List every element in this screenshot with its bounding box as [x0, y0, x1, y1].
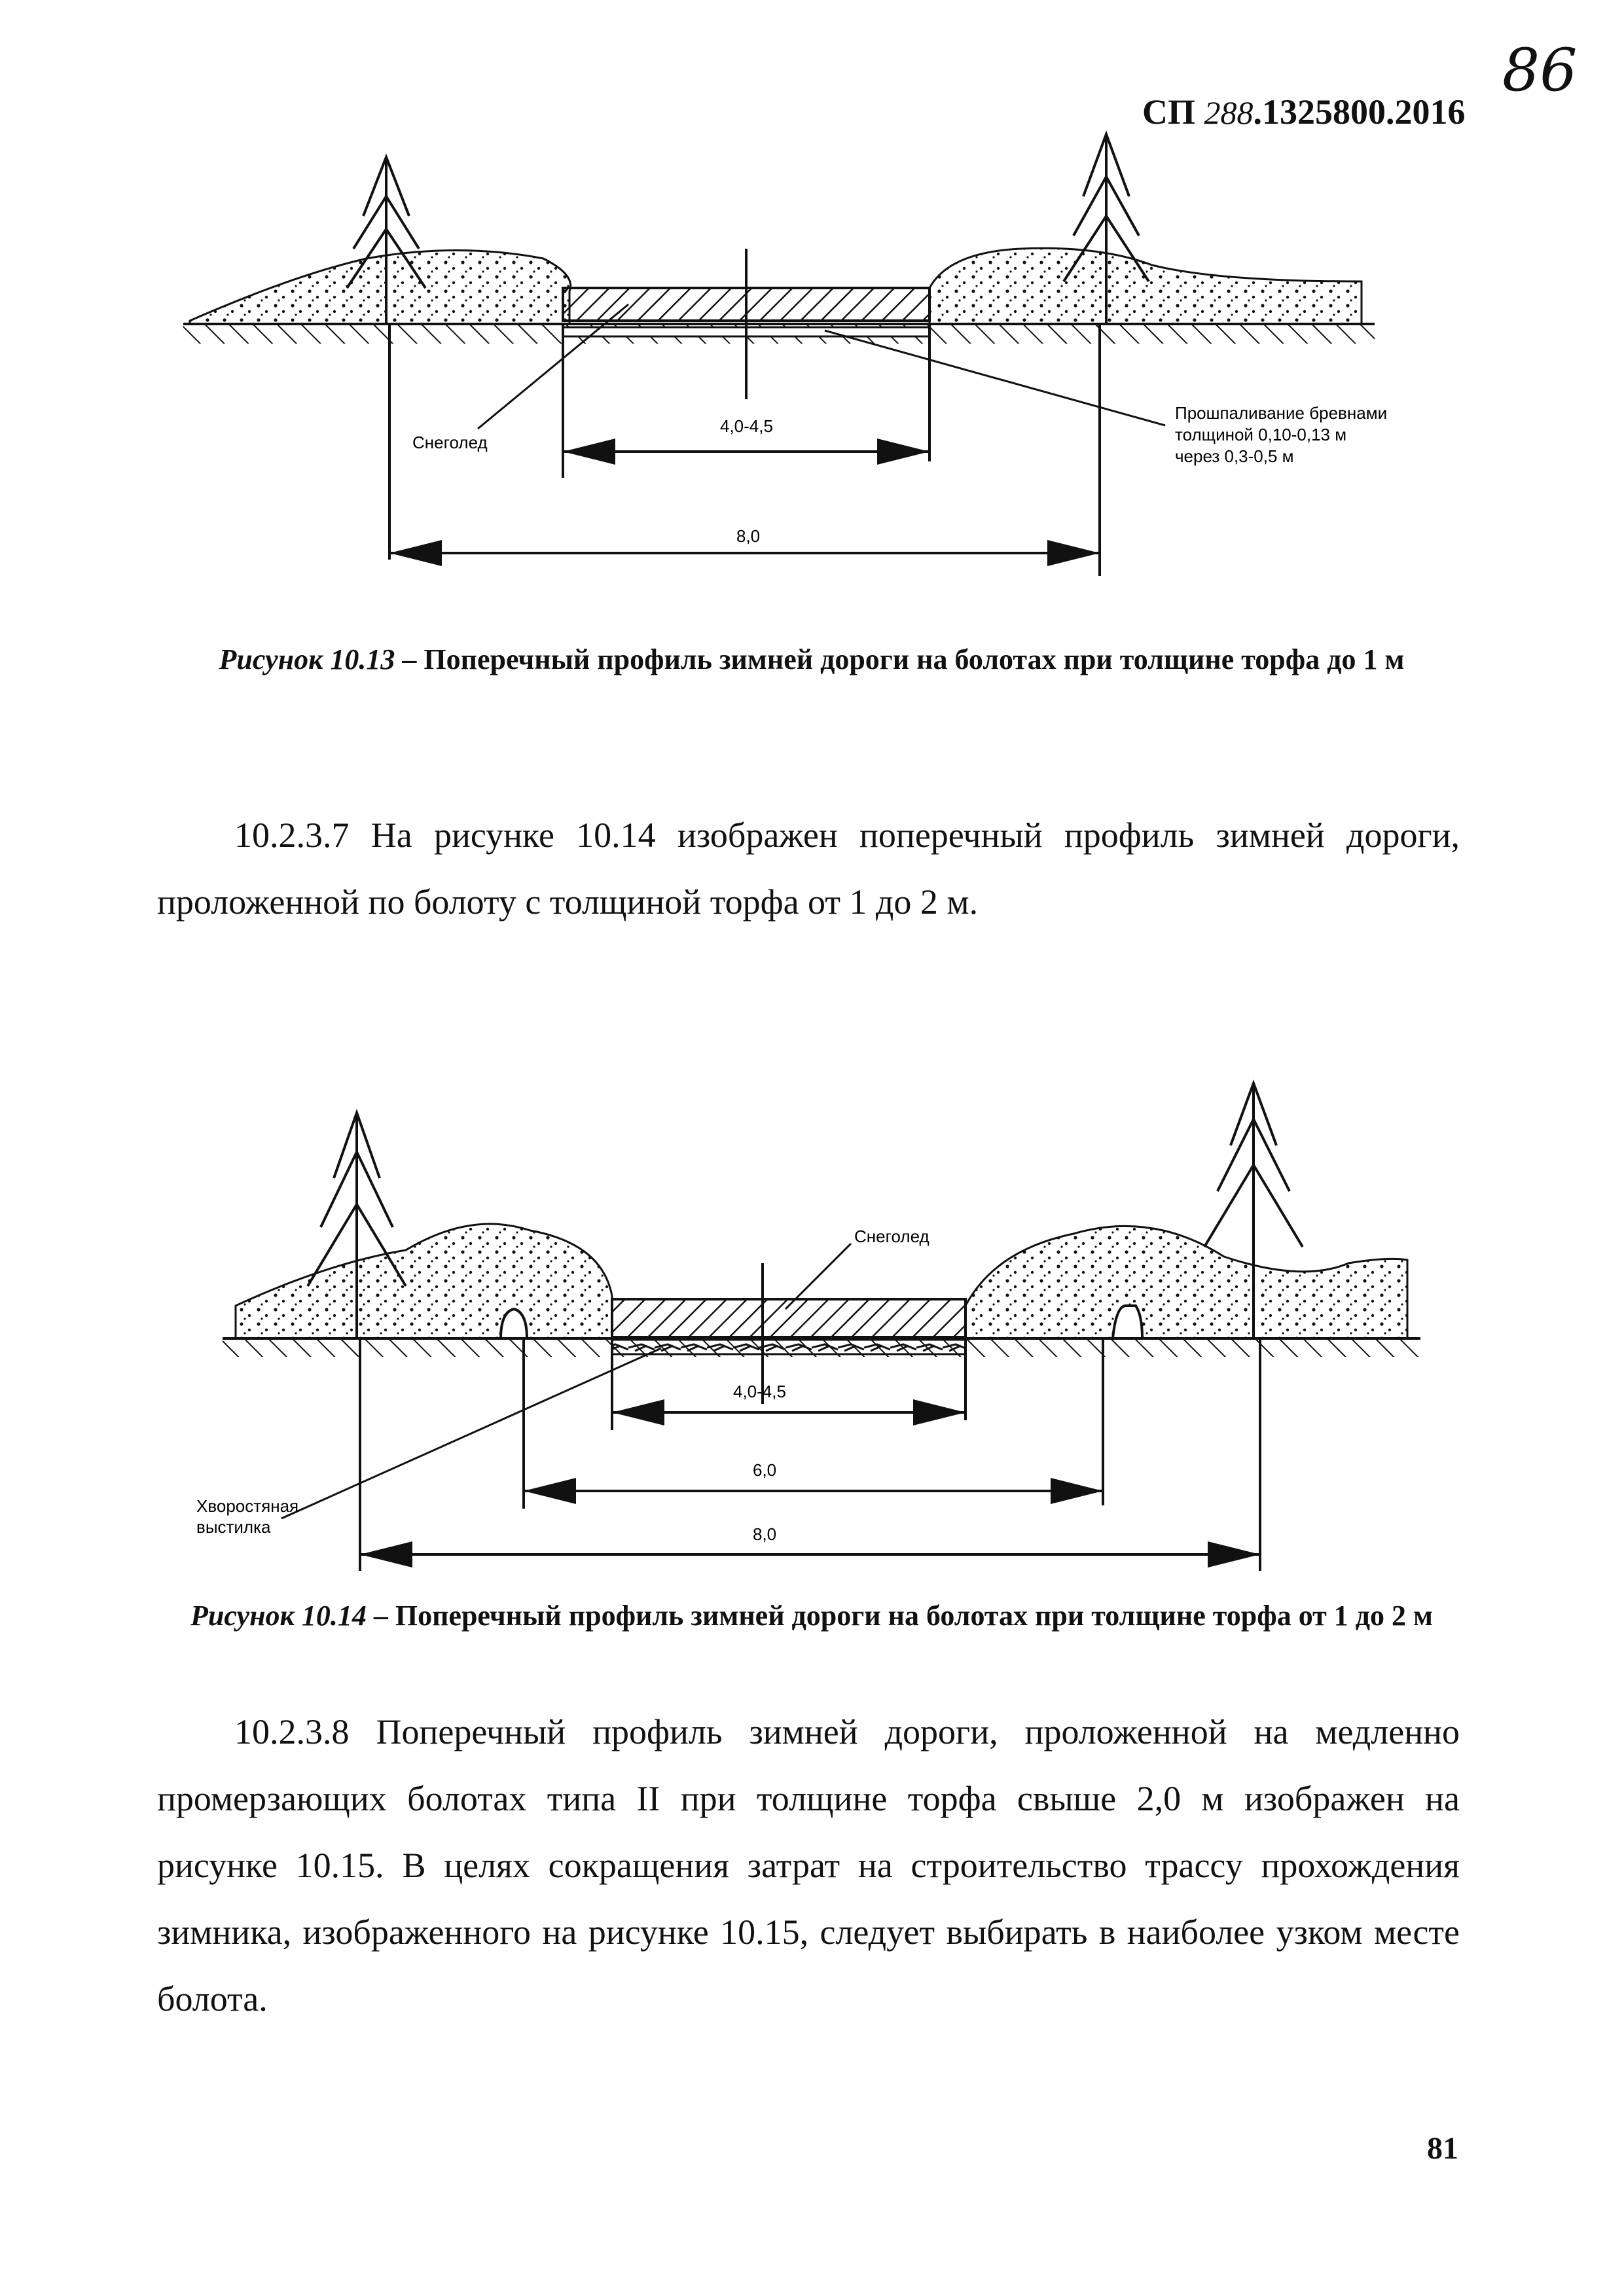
snow-ice-leader	[784, 1242, 852, 1310]
right-snow-mound	[964, 1225, 1409, 1340]
fig14-dim-middle: 6,0	[753, 1460, 776, 1480]
paragraph-10-2-3-7: 10.2.3.7 На рисунке 10.14 изображен попе…	[157, 816, 1460, 922]
fig14-label-brush-1: Хворостяная	[196, 1496, 298, 1516]
caption-label: Рисунок 10.14	[190, 1600, 367, 1632]
left-snow-mound	[234, 1223, 613, 1340]
right-stump-icon	[1111, 1304, 1144, 1340]
caption-label: Рисунок 10.13	[219, 643, 395, 675]
caption-text: – Поперечный профиль зимней дороги на бо…	[395, 643, 1405, 675]
page-number: 81	[1427, 2131, 1458, 2166]
doc-suffix: .1325800.2016	[1253, 92, 1466, 132]
brush-leader	[281, 1347, 662, 1520]
fig13-dim-road: 4,0-4,5	[720, 416, 773, 436]
fig13-dim-total: 8,0	[736, 526, 760, 546]
fig13-label-logs-3: через 0,3-0,5 м	[1175, 446, 1294, 466]
fig14-label-brush-2: выстилка	[196, 1517, 271, 1537]
doc-prefix: СП	[1142, 92, 1204, 132]
document-code: СП 288.1325800.2016	[1142, 92, 1466, 132]
right-tree-icon	[1062, 130, 1150, 324]
right-snow-mound	[928, 247, 1363, 325]
fig13-label-logs-1: Прошпаливание бревнами	[1175, 403, 1387, 423]
brush-layer	[611, 1338, 967, 1355]
snow-ice-leader	[477, 303, 629, 430]
figure-10-13-caption: Рисунок 10.13 – Поперечный профиль зимне…	[157, 628, 1466, 691]
fig13-label-logs-2: толщиной 0,10-0,13 м	[1175, 425, 1346, 444]
handwritten-page-number: 86	[1502, 36, 1578, 105]
left-snow-mound	[189, 249, 571, 325]
figure-10-14-diagram: Снеголед 4,0-4,5 6,0 8,0 Хворостяная выс…	[196, 1079, 1420, 1571]
fig14-dim-road: 4,0-4,5	[733, 1382, 786, 1401]
caption-text: – Поперечный профиль зимней дороги на бо…	[366, 1600, 1433, 1632]
figure-10-14-caption: Рисунок 10.14 – Поперечный профиль зимне…	[157, 1597, 1466, 1635]
paragraph-10-2-3-8: 10.2.3.8 Поперечный профиль зимней дорог…	[157, 1712, 1460, 2018]
right-tree-icon	[1203, 1079, 1304, 1338]
fig13-label-snow-ice: Снеголед	[412, 433, 488, 452]
left-tree-icon	[306, 1108, 407, 1338]
left-stump-icon	[499, 1307, 529, 1340]
fig14-label-snow-ice: Снеголед	[854, 1227, 929, 1246]
doc-handwritten-number: 288	[1204, 94, 1254, 131]
left-tree-icon	[346, 153, 427, 324]
fig14-dim-total: 8,0	[753, 1524, 776, 1544]
logs-leader	[824, 329, 1166, 427]
figure-10-13-diagram: Снеголед 4,0-4,5 8,0 Прошпаливание бревн…	[183, 130, 1387, 576]
